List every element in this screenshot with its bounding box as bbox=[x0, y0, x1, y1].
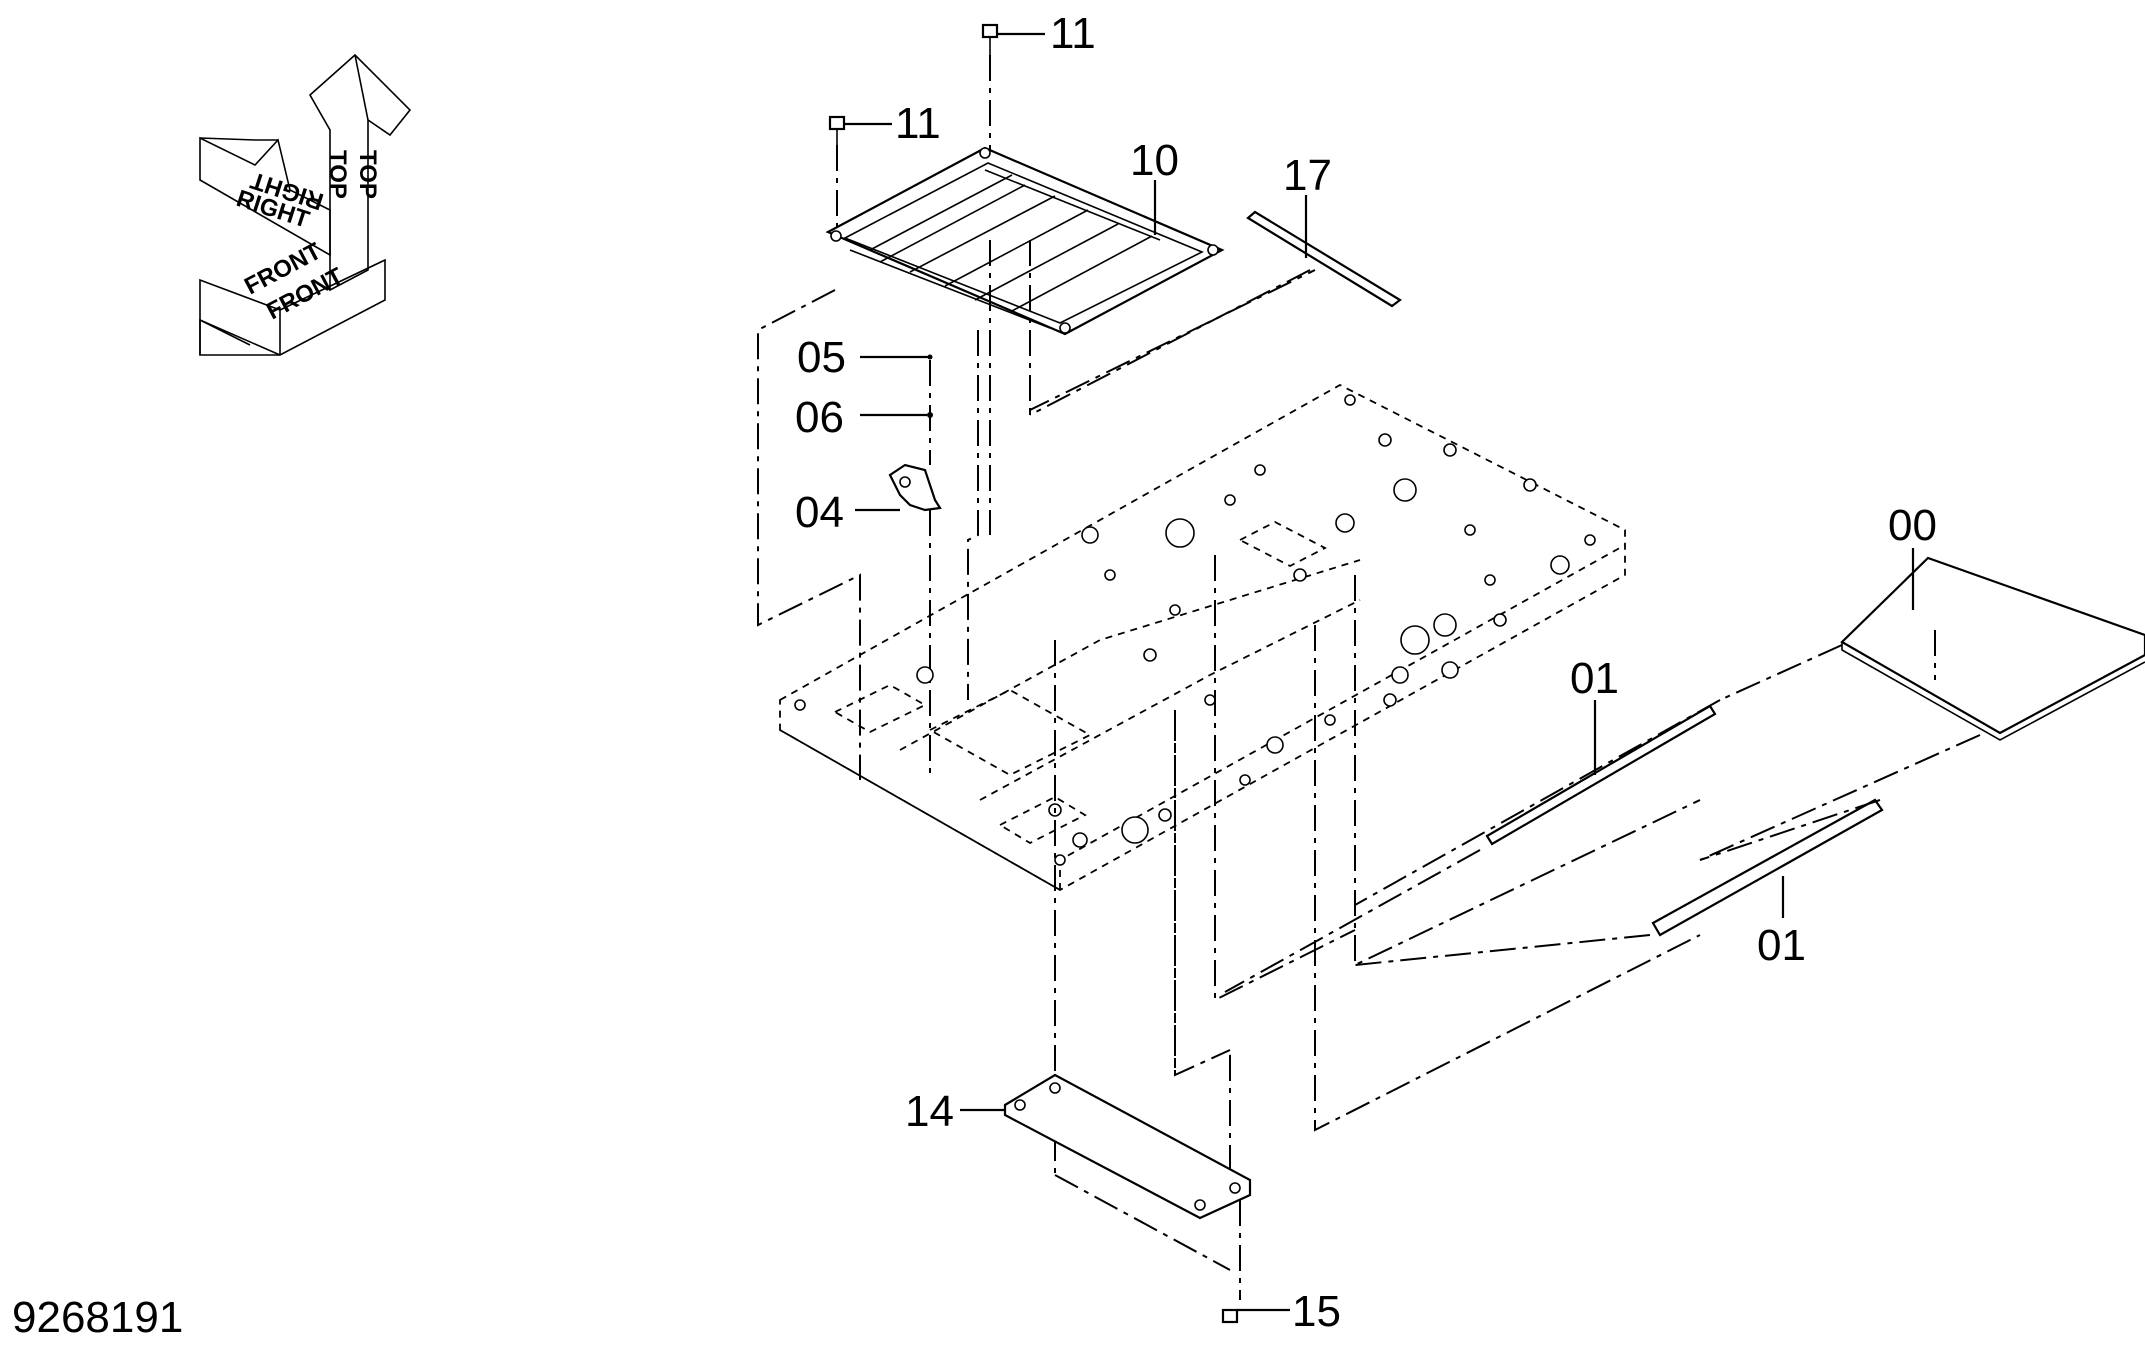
part-01-rail-lower bbox=[1354, 798, 1884, 966]
part-15-bolt bbox=[1221, 1308, 1290, 1324]
cube-top-label-2: TOP bbox=[354, 150, 381, 199]
guide-lines-lower bbox=[1054, 555, 1701, 1175]
part-14-plate bbox=[960, 1073, 1252, 1300]
orientation-cube: TOP TOP RIGHT RIGHT FRONT FRONT bbox=[199, 53, 412, 356]
part-10-frame bbox=[825, 146, 1316, 535]
callout-01-lower: 01 bbox=[1757, 921, 1806, 970]
callout-14: 14 bbox=[905, 1087, 954, 1136]
callout-10: 10 bbox=[1130, 136, 1179, 185]
callout-00: 00 bbox=[1888, 501, 1937, 550]
callout-01-upper: 01 bbox=[1570, 654, 1619, 703]
callout-11-left: 11 bbox=[895, 99, 941, 148]
part-01-rail-upper bbox=[1224, 699, 1721, 993]
callout-17: 17 bbox=[1283, 151, 1332, 200]
part-05-06-04 bbox=[855, 354, 942, 780]
callout-15: 15 bbox=[1292, 1287, 1341, 1336]
cube-top-label: TOP bbox=[324, 150, 351, 199]
drawing-number: 9268191 bbox=[12, 1293, 183, 1342]
base-plate bbox=[779, 383, 1626, 892]
callout-11-top: 11 bbox=[1050, 9, 1096, 58]
part-17-rail bbox=[1029, 195, 1402, 416]
part-11-bolt-left bbox=[828, 115, 892, 235]
guide-lines-left bbox=[757, 289, 979, 780]
callout-04: 04 bbox=[795, 488, 844, 537]
callout-05: 05 bbox=[797, 333, 846, 382]
part-00-mat bbox=[1699, 548, 2145, 861]
callout-06: 06 bbox=[795, 393, 844, 442]
